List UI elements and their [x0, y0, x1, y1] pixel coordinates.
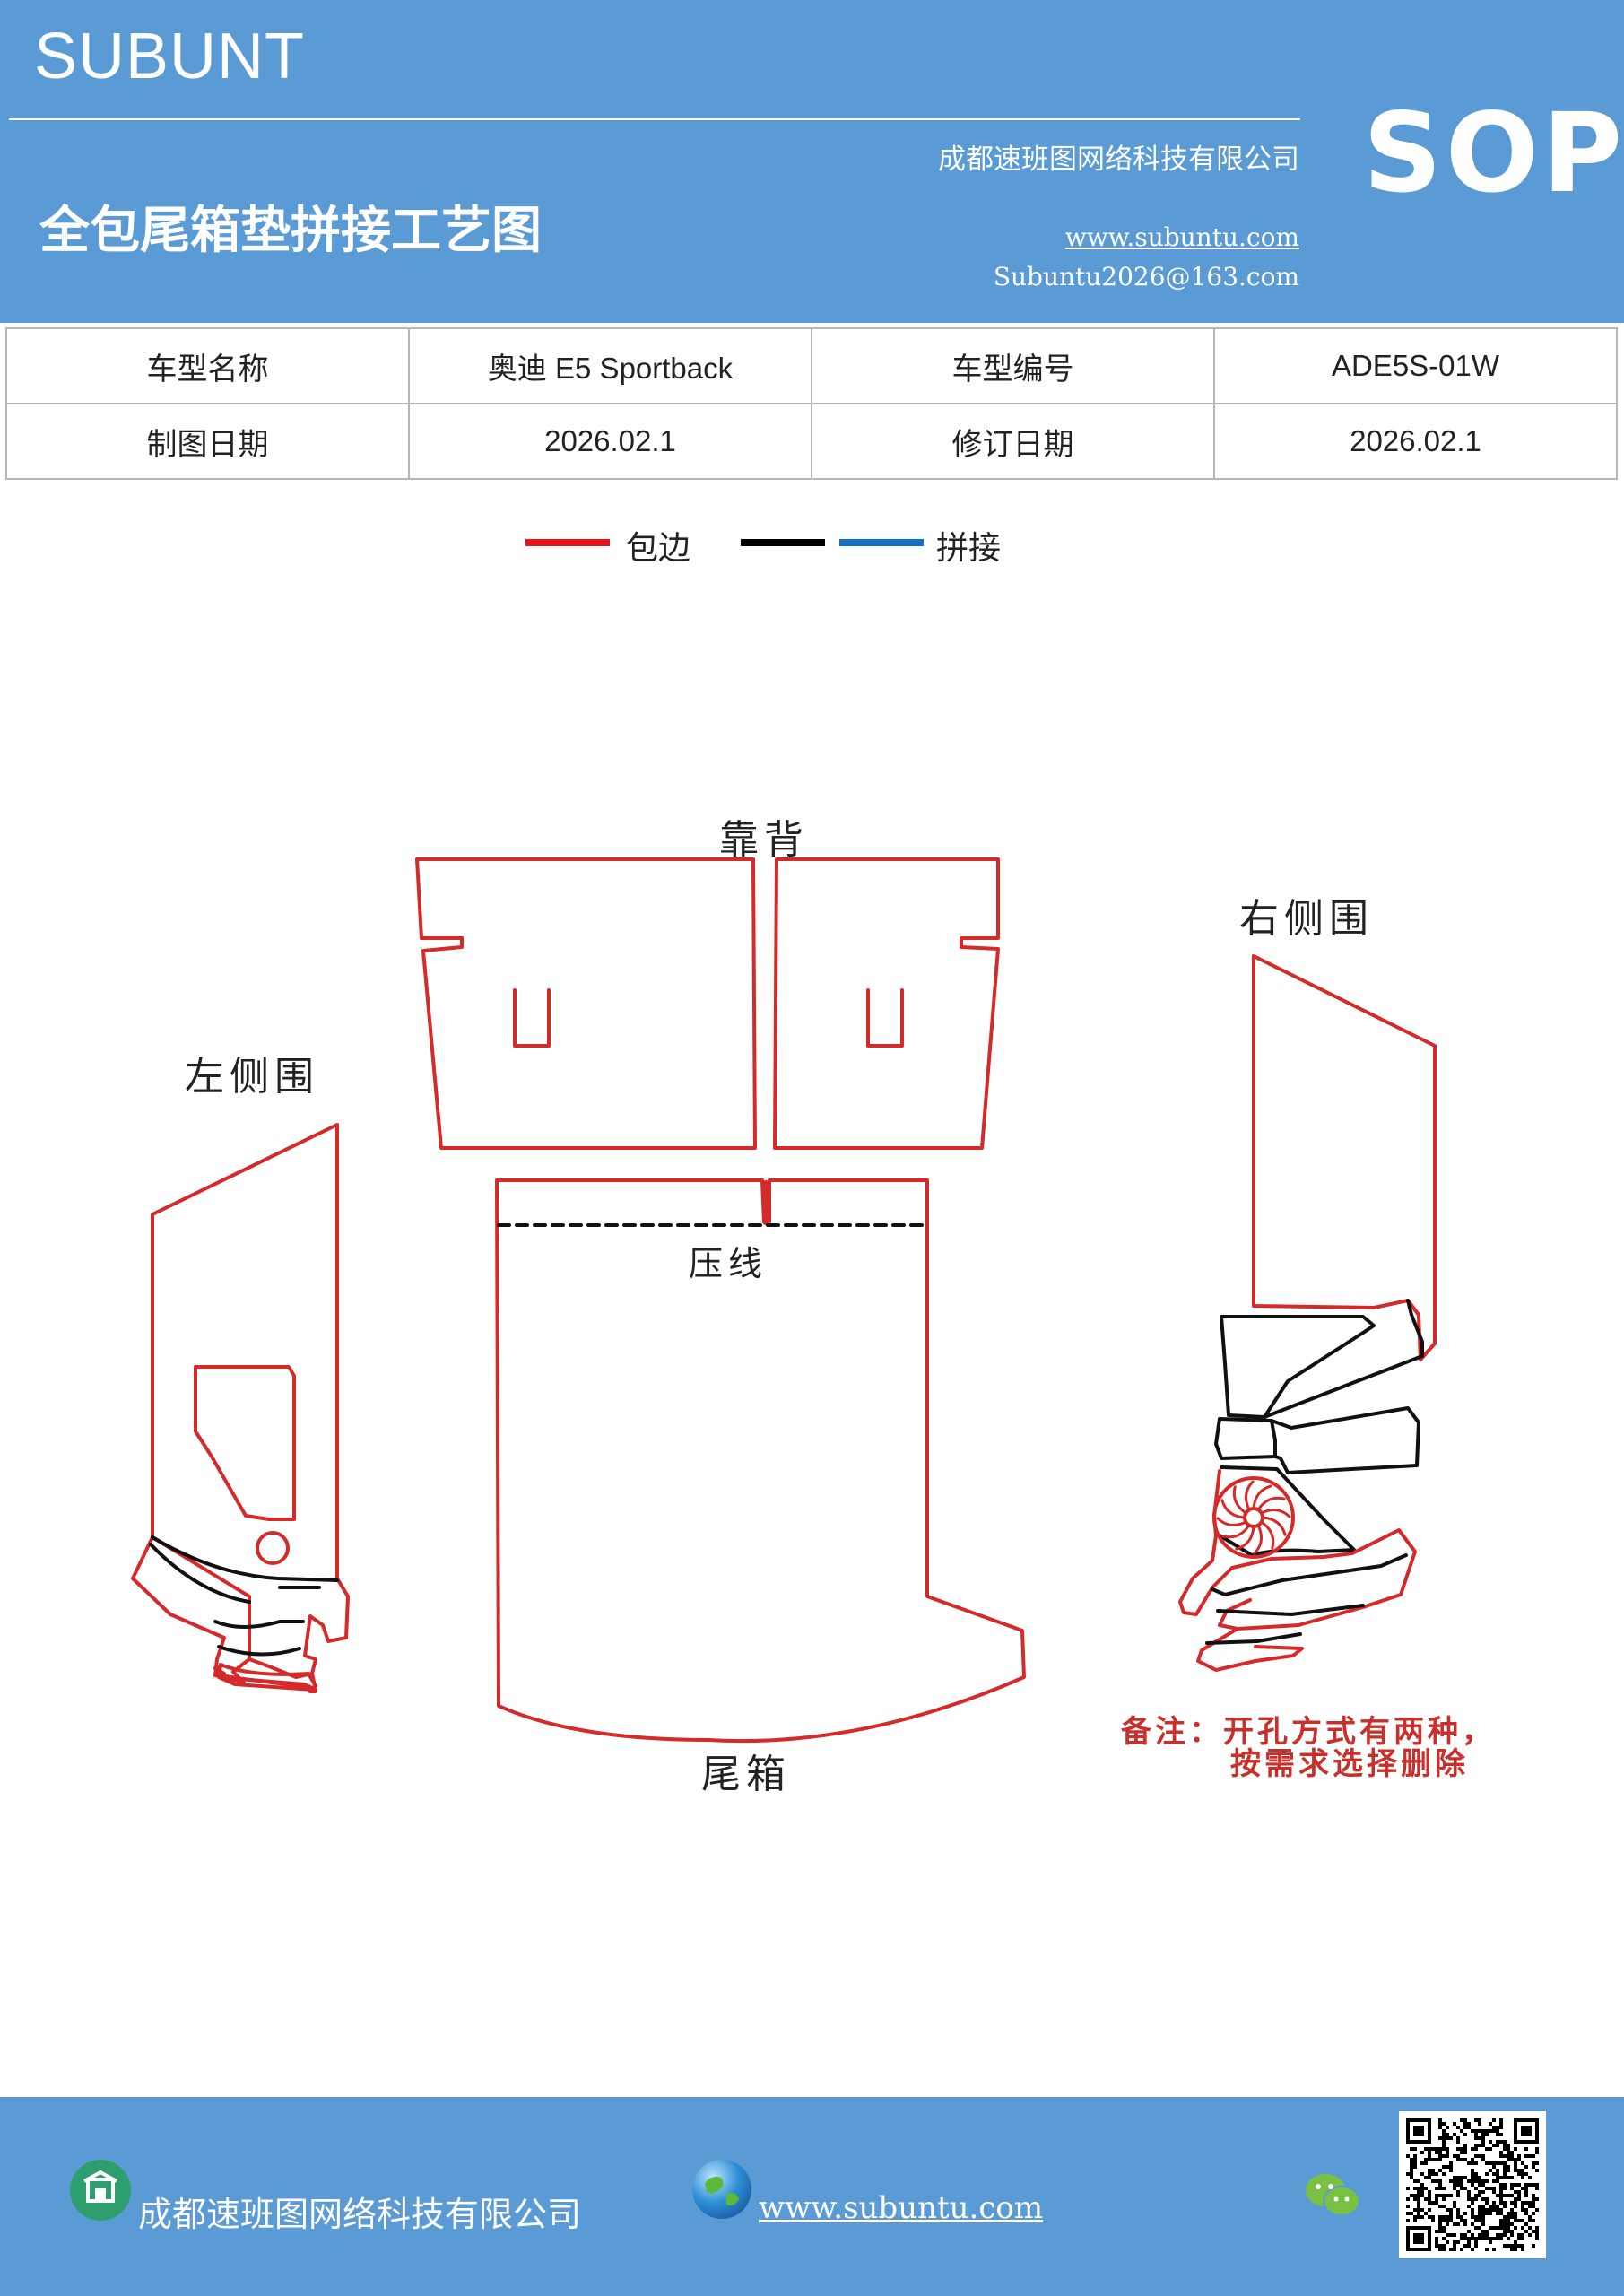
qr-code-pattern [1406, 2118, 1539, 2251]
left-side-seam-3 [213, 1620, 305, 1629]
legend-swatch-black [741, 539, 825, 546]
speaker-spoke [1221, 1524, 1251, 1539]
legend-label-edge: 包边 [626, 530, 691, 567]
email-address: Subuntu2026@163.com [993, 262, 1299, 291]
backrest-right-outline [773, 857, 1000, 1150]
globe-icon [692, 2160, 751, 2219]
right-side-seam-1 [1211, 1553, 1408, 1596]
legend-swatch-edge [525, 539, 610, 546]
right-side-foot [1196, 1627, 1304, 1672]
legend-label-seam: 拼接 [936, 530, 1002, 567]
right-side-seam-2 [1216, 1604, 1365, 1616]
label-model-name: 车型名称 [5, 327, 410, 404]
left-side-cutout [194, 1365, 296, 1521]
header-banner: SUBUNT SOP 成都速班图网络科技有限公司 全包尾箱垫拼接工艺图 www.… [0, 0, 1624, 323]
header-divider [9, 118, 1300, 120]
wechat-icon[interactable] [1302, 2169, 1363, 2222]
label-press-line: 压线 [689, 1244, 769, 1283]
right-side-mid-piece-b [1214, 1417, 1277, 1460]
footer-website-link[interactable]: www.subuntu.com [759, 2190, 1044, 2226]
footer-company-name: 成都速班图网络科技有限公司 [138, 2195, 582, 2234]
left-side-seam-4 [217, 1645, 301, 1657]
backrest-left-slot [513, 988, 551, 1048]
left-side-flap [131, 1535, 251, 1684]
backrest-left-outline [415, 857, 757, 1150]
company-name: 成都速班图网络科技有限公司 [938, 144, 1299, 176]
note-line-2: 按需求选择删除 [1230, 1746, 1469, 1782]
speaker-spoke [1253, 1524, 1263, 1555]
label-trunk: 尾箱 [701, 1752, 791, 1797]
trunk-outline [495, 1178, 1026, 1744]
speaker-grille-inner [1243, 1507, 1264, 1528]
note-line-1: 备注：开孔方式有两种， [1121, 1714, 1496, 1750]
document-title: 全包尾箱垫拼接工艺图 [39, 201, 542, 260]
right-side-outline [1252, 954, 1437, 1361]
left-side-seam-1 [151, 1535, 339, 1582]
left-side-seam-2 [149, 1543, 321, 1604]
label-right-side: 右侧围 [1239, 896, 1374, 942]
speaker-spoke [1235, 1525, 1255, 1551]
right-side-upper-piece [1220, 1299, 1424, 1419]
speaker-grille-spokes [1216, 1480, 1291, 1555]
left-side-outline [151, 1123, 350, 1679]
speaker-spoke [1260, 1509, 1291, 1518]
speaker-spoke [1216, 1517, 1247, 1526]
company-icon [70, 2160, 131, 2221]
label-backrest: 靠背 [719, 817, 809, 863]
legend: 包边 拼接 [0, 520, 1624, 574]
speaker-spoke [1260, 1520, 1275, 1550]
right-side-flap [1178, 1469, 1417, 1631]
speaker-spoke [1220, 1499, 1246, 1519]
website-link[interactable]: www.subuntu.com [1064, 222, 1299, 252]
speaker-spoke [1245, 1480, 1255, 1511]
speaker-spoke [1261, 1516, 1287, 1536]
qr-code[interactable] [1399, 2111, 1546, 2258]
speaker-grille-outer [1212, 1476, 1295, 1559]
right-side-mid-piece-a [1220, 1315, 1266, 1419]
label-revise-date: 修订日期 [811, 403, 1215, 480]
value-model-name: 奥迪 E5 Sportback [408, 327, 812, 404]
label-model-code: 车型编号 [811, 327, 1215, 404]
legend-swatch-seam [839, 539, 924, 546]
label-left-side: 左侧围 [185, 1054, 319, 1100]
value-revise-date: 2026.02.1 [1213, 403, 1618, 480]
value-draw-date: 2026.02.1 [408, 403, 812, 480]
speaker-spoke [1252, 1484, 1272, 1510]
left-side-foot [213, 1665, 317, 1693]
brand-name: SUBUNT [34, 21, 306, 92]
value-model-code: ADE5S-01W [1213, 327, 1618, 404]
speaker-spoke [1232, 1485, 1247, 1515]
right-side-mid-piece-c [1270, 1406, 1420, 1474]
label-draw-date: 制图日期 [5, 403, 410, 480]
table-row: 制图日期 2026.02.1 修订日期 2026.02.1 [5, 403, 1618, 480]
left-side-hole [256, 1531, 290, 1565]
table-row: 车型名称 奥迪 E5 Sportback 车型编号 ADE5S-01W [5, 327, 1618, 404]
right-side-seam-3 [1205, 1632, 1302, 1645]
sop-mark: SOP [1363, 90, 1624, 217]
footer-banner: 成都速班图网络科技有限公司 www.subuntu.com [0, 2097, 1624, 2296]
backrest-right-slot [866, 988, 904, 1048]
vehicle-info-table: 车型名称 奥迪 E5 Sportback 车型编号 ADE5S-01W 制图日期… [5, 327, 1618, 480]
right-side-lower-piece [1218, 1465, 1356, 1557]
speaker-spoke [1256, 1496, 1286, 1511]
